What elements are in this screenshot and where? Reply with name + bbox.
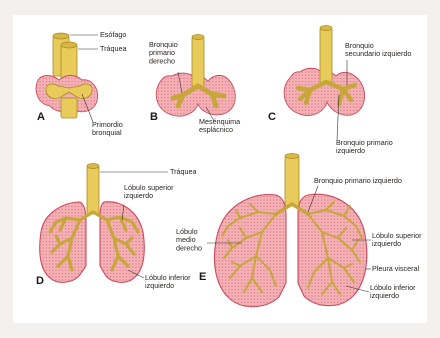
label-pleura-e: Pleura visceral [372,264,420,273]
panel-c: Bronquiosecundario izquierdo Bronquio pr… [268,26,411,156]
panel-d: Tráquea Lóbulo superiorizquierdo Lóbulo … [36,164,197,291]
label-mesenchyme-b: Mesénquimaesplácnico [199,117,240,134]
trachea-c [320,28,332,83]
label-bronchial-bud: Primordiobronquial [92,120,123,137]
label-upper-left-e: Lóbulo superiorizquierdo [372,231,422,248]
trachea-d [87,166,99,214]
label-trachea-d: Tráquea [170,167,197,176]
label-right-primary-b: Bronquioprimarioderecho [149,40,178,65]
label-left-secondary-c: Bronquiosecundario izquierdo [345,41,411,58]
panel-b: Bronquioprimarioderecho Mesénquimaesplác… [149,35,240,135]
esophagus-opening [53,33,69,39]
esophagus-lower [61,98,77,118]
trachea-d-opening [87,164,99,169]
right-lung-e [214,195,286,307]
trachea-b [192,37,204,87]
panel-letter-a: A [37,111,45,123]
label-left-primary-c: Bronquio primarioizquierdo [336,138,393,155]
panel-letter-c: C [268,111,276,123]
panel-letter-e: E [199,271,206,283]
label-esophagus: Esófago [100,30,126,39]
panel-letter-b: B [150,111,158,123]
trachea-c-opening [320,26,332,31]
label-middle-right-e: Lóbulomedioderecho [176,227,202,252]
trachea-b-opening [192,35,204,40]
label-lower-left-d: Lóbulo inferiorizquierdo [145,273,191,290]
label-lower-left-e: Lóbulo inferiorizquierdo [370,283,416,300]
panel-a: Esófago Tráquea Primordiobronquial A [36,30,126,137]
label-trachea-a: Tráquea [100,44,127,53]
panel-e: Bronquio primario izquierdo Lóbulomediod… [176,154,422,307]
trachea-e [285,156,299,206]
label-upper-left-d: Lóbulo superiorizquierdo [124,183,174,200]
panel-letter-d: D [36,275,44,287]
label-left-primary-e: Bronquio primario izquierdo [314,176,402,185]
trachea-opening [61,42,77,48]
trachea-e-opening [285,154,299,159]
